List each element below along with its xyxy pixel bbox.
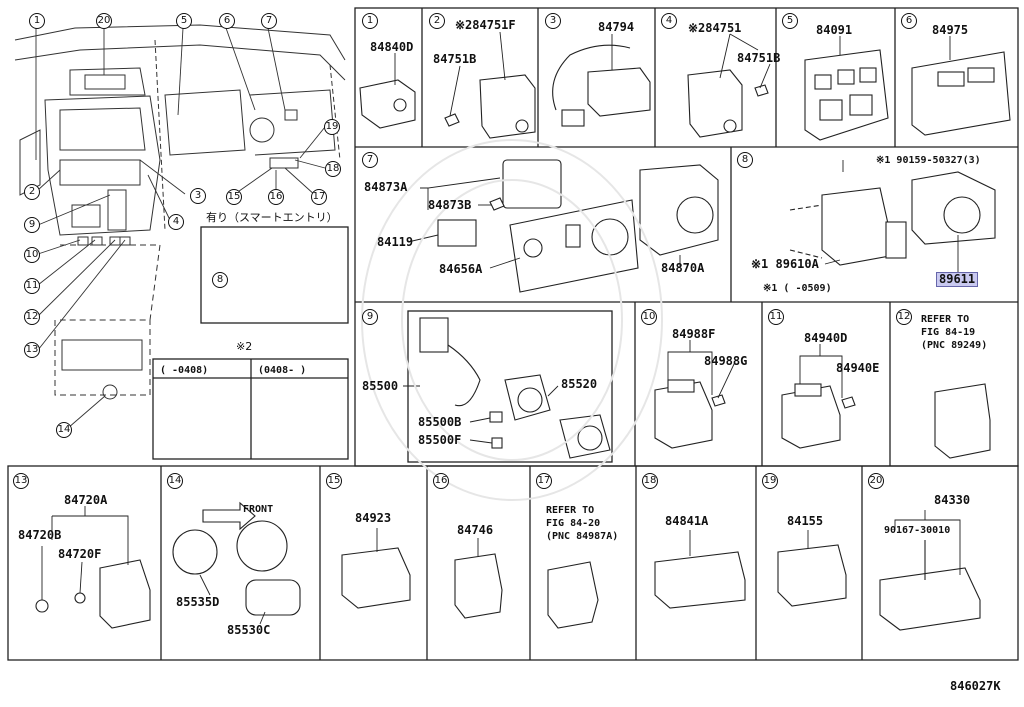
- panel-grid-bottom: [7, 465, 1019, 661]
- overview-callout-2[interactable]: 2: [24, 184, 40, 200]
- panel-num-18: 18: [642, 473, 658, 489]
- dashboard-sketch: [14, 24, 346, 400]
- panel-num-4: 4: [661, 13, 677, 29]
- front-label: FRONT: [243, 504, 274, 515]
- part-label[interactable]: 84656A: [439, 262, 483, 276]
- panel-num-7: 7: [362, 152, 378, 168]
- panel-num-3: 3: [545, 13, 561, 29]
- overview-callout-18[interactable]: 18: [325, 161, 341, 177]
- overview-callout-3[interactable]: 3: [190, 188, 206, 204]
- part-label[interactable]: 85500: [362, 379, 399, 393]
- part-label[interactable]: 84091: [816, 23, 853, 37]
- part-label-highlighted[interactable]: 89611: [936, 272, 979, 287]
- panel-num-12: 12: [896, 309, 912, 325]
- panel-num-17: 17: [536, 473, 552, 489]
- panel-num-19: 19: [762, 473, 778, 489]
- part-label[interactable]: 84988G: [704, 354, 748, 368]
- overview-callout-15[interactable]: 15: [226, 189, 242, 205]
- refer-text: REFER TO: [546, 505, 595, 516]
- part-label[interactable]: 84840D: [370, 40, 414, 54]
- part-drawings: [35, 44, 1011, 631]
- overview-callout-6[interactable]: 6: [219, 13, 235, 29]
- panel-num-6: 6: [901, 13, 917, 29]
- panel-num-1: 1: [362, 13, 378, 29]
- part-label[interactable]: 84988F: [672, 327, 716, 341]
- overview-callout-7[interactable]: 7: [261, 13, 277, 29]
- inset-callout-8[interactable]: 8: [212, 272, 228, 288]
- refer-text: REFER TO: [921, 314, 970, 325]
- overview-callout-14[interactable]: 14: [56, 422, 72, 438]
- panel-num-20: 20: [868, 473, 884, 489]
- panel-num-5: 5: [782, 13, 798, 29]
- note2-right-range: (0408- ): [258, 365, 307, 376]
- overview-callout-11[interactable]: 11: [24, 278, 40, 294]
- part-label[interactable]: 84751B: [737, 51, 781, 65]
- panel-num-2: 2: [429, 13, 445, 29]
- part-label[interactable]: 84841A: [665, 514, 709, 528]
- part-label[interactable]: 84155: [787, 514, 824, 528]
- part-label[interactable]: 85535D: [176, 595, 220, 609]
- overview-callout-16[interactable]: 16: [268, 189, 284, 205]
- part-label[interactable]: 84720B: [18, 528, 62, 542]
- part-label[interactable]: 84330: [934, 493, 971, 507]
- part-label[interactable]: ※284751F: [455, 18, 516, 32]
- figure-code: 846027K: [950, 679, 1001, 693]
- part-label[interactable]: ※284751: [688, 21, 742, 35]
- panel-num-8: 8: [737, 152, 753, 168]
- refer-text[interactable]: FIG 84-20: [546, 518, 601, 529]
- part-label[interactable]: 85500B: [418, 415, 462, 429]
- part-label[interactable]: 85530C: [227, 623, 271, 637]
- panel-num-14: 14: [167, 473, 183, 489]
- overview-callout-4[interactable]: 4: [168, 214, 184, 230]
- part-label[interactable]: ※1 90159-50327(3): [876, 155, 981, 166]
- refer-text[interactable]: (PNC 89249): [921, 340, 988, 351]
- overview-callout-5[interactable]: 5: [176, 13, 192, 29]
- part-label[interactable]: 84923: [355, 511, 392, 525]
- smart-entry-label: 有り（スマートエントリ）: [206, 211, 338, 224]
- part-label[interactable]: 84751B: [433, 52, 477, 66]
- part-label[interactable]: 84873A: [364, 180, 408, 194]
- panel-num-13: 13: [13, 473, 29, 489]
- panel9-subbox: [407, 310, 613, 463]
- overview-callout-12[interactable]: 12: [24, 309, 40, 325]
- part-note: ※1 ( -0509): [763, 283, 832, 294]
- part-label[interactable]: 84940E: [836, 361, 880, 375]
- panel-num-16: 16: [433, 473, 449, 489]
- note2-mark: ※2: [236, 340, 253, 353]
- refer-text[interactable]: FIG 84-19: [921, 327, 976, 338]
- overview-callout-10[interactable]: 10: [24, 247, 40, 263]
- part-label[interactable]: 85520: [561, 377, 598, 391]
- overview-callout-1[interactable]: 1: [29, 13, 45, 29]
- part-label[interactable]: 84720A: [64, 493, 108, 507]
- part-label[interactable]: 84794: [598, 20, 635, 34]
- smart-entry-inset: [200, 226, 349, 324]
- overview-callout-19[interactable]: 19: [324, 119, 340, 135]
- part-label[interactable]: 84940D: [804, 331, 848, 345]
- part-label[interactable]: 84119: [377, 235, 414, 249]
- overview-callout-13[interactable]: 13: [24, 342, 40, 358]
- part-label[interactable]: 84873B: [428, 198, 472, 212]
- overview-callout-17[interactable]: 17: [311, 189, 327, 205]
- part-label[interactable]: 84975: [932, 23, 969, 37]
- part-label[interactable]: 90167-30010: [884, 525, 951, 536]
- note2-left-range: ( -0408): [160, 365, 209, 376]
- panel-num-10: 10: [641, 309, 657, 325]
- part-label[interactable]: 84746: [457, 523, 494, 537]
- panel-num-9: 9: [362, 309, 378, 325]
- part-label[interactable]: ※1 89610A: [751, 257, 819, 271]
- panel-num-11: 11: [768, 309, 784, 325]
- part-label[interactable]: 85500F: [418, 433, 462, 447]
- part-label[interactable]: 84870A: [661, 261, 705, 275]
- panel-num-15: 15: [326, 473, 342, 489]
- refer-text[interactable]: (PNC 84987A): [546, 531, 619, 542]
- overview-callout-9[interactable]: 9: [24, 217, 40, 233]
- part-label[interactable]: 84720F: [58, 547, 102, 561]
- overview-callout-20[interactable]: 20: [96, 13, 112, 29]
